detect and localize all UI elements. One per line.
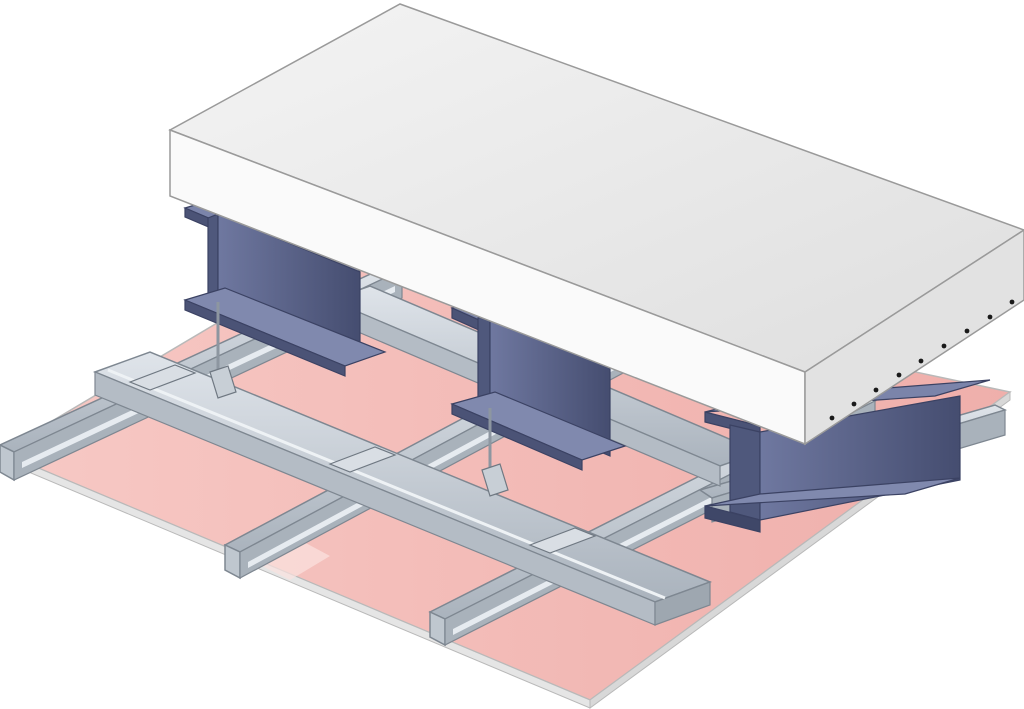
slab-core-holes — [829, 299, 1015, 421]
hanger-rod-2 — [481, 408, 509, 497]
concrete-slab — [168, 3, 1024, 446]
primary-channel-1 — [92, 351, 713, 626]
hanger-rod-1 — [209, 302, 237, 399]
